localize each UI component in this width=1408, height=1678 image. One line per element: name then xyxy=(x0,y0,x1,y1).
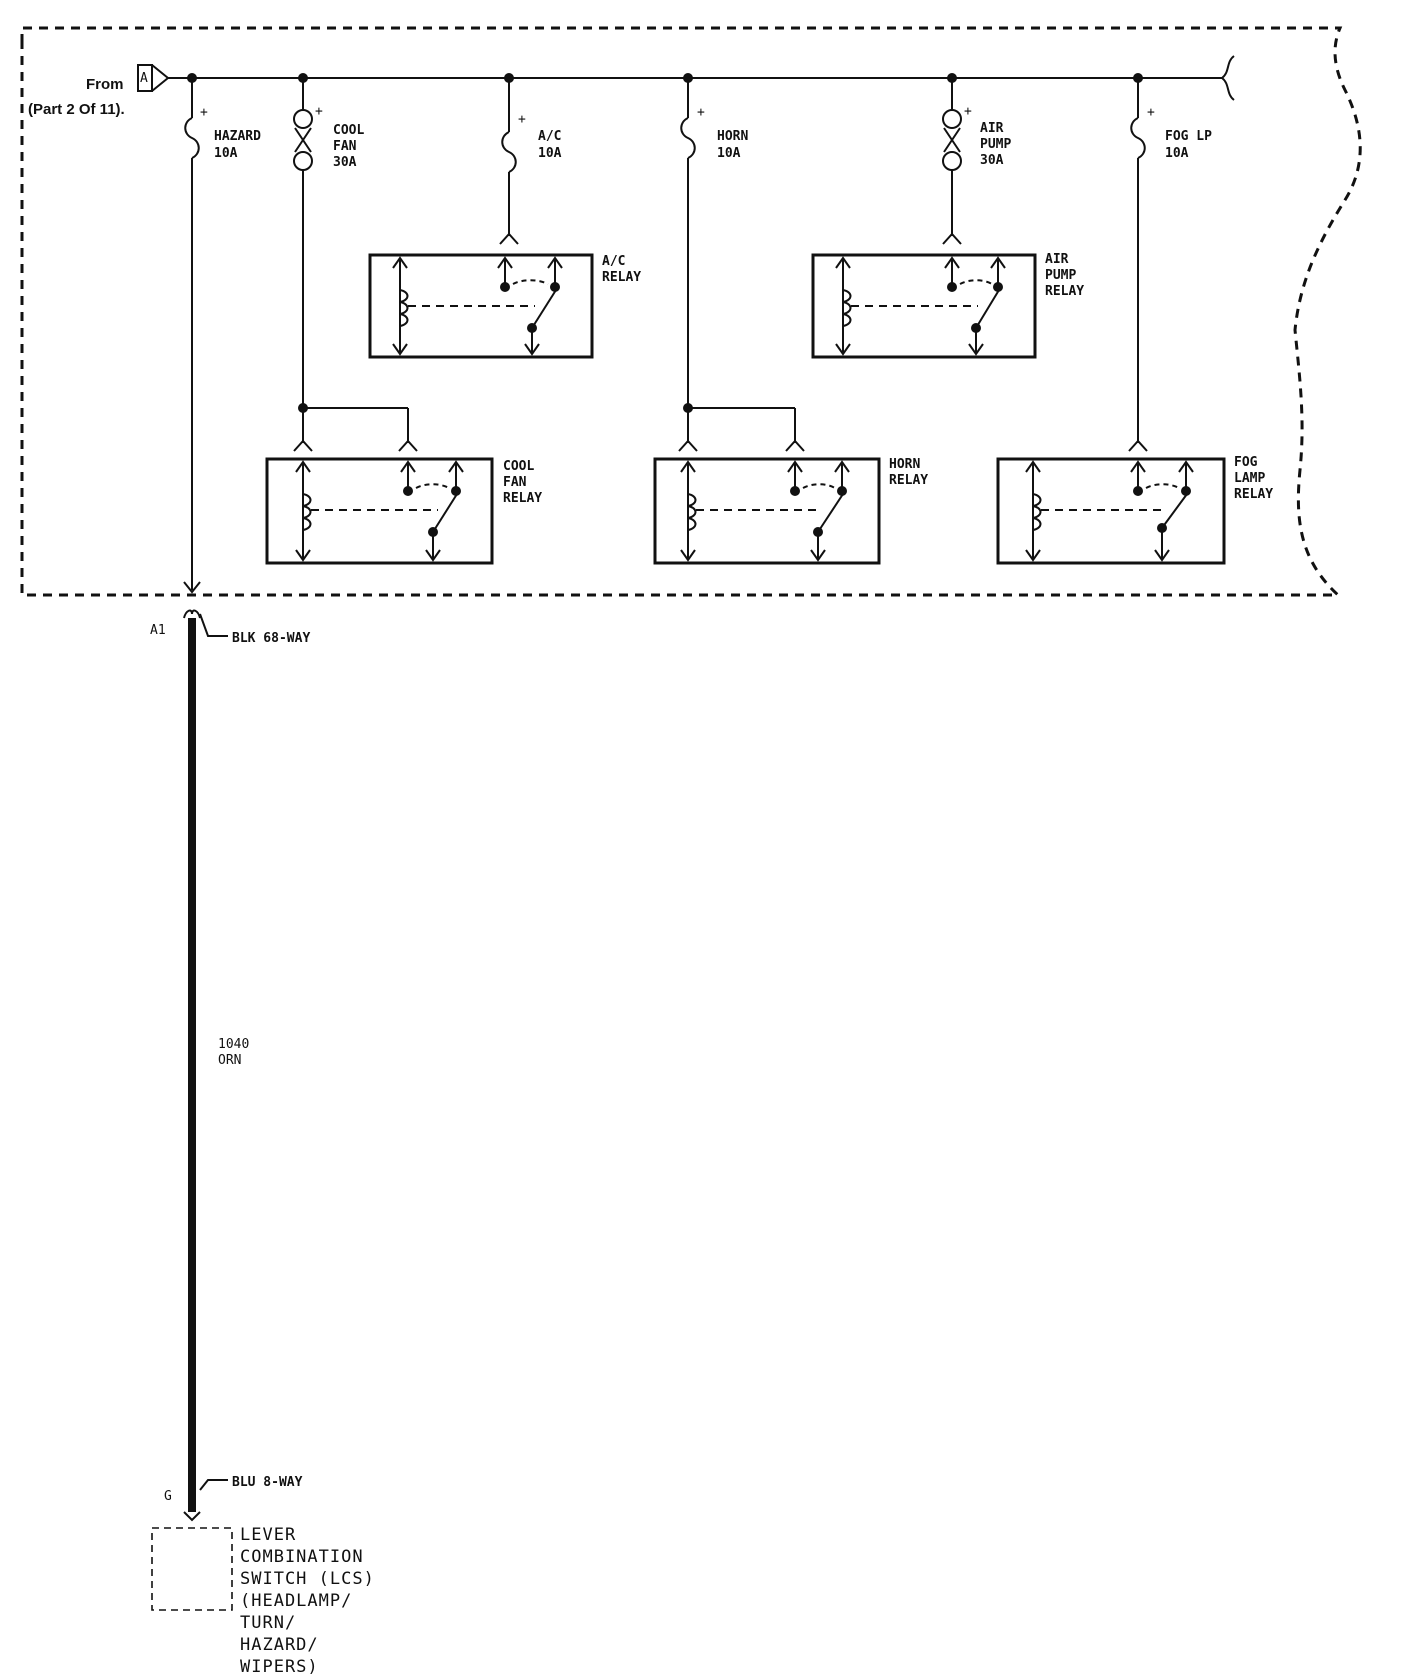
lever-combination-switch: LEVER COMBINATION SWITCH (LCS) (HEADLAMP… xyxy=(151,1525,375,1677)
fuse-horn-rating: 10A xyxy=(717,146,741,161)
horn-relay-label-2: RELAY xyxy=(889,473,928,488)
ac-relay: A/C RELAY xyxy=(368,253,641,359)
fuse-fog-lp: + FOG LP 10A xyxy=(1128,78,1212,452)
from-reference: (Part 2 Of 11). xyxy=(28,101,125,118)
fuse-air-pump: + AIR PUMP 30A xyxy=(942,78,1011,245)
lcs-line-1: LEVER xyxy=(240,1525,296,1545)
source-connector: A From (Part 2 Of 11). xyxy=(28,64,170,118)
fuse-ac-polarity: + xyxy=(518,112,526,127)
wire-circuit-number: 1040 xyxy=(218,1037,249,1052)
connector-a1-desc: BLK 68-WAY xyxy=(232,631,310,646)
fuse-horn: + HORN 10A xyxy=(680,78,748,407)
fuse-cool-fan-polarity: + xyxy=(315,104,323,119)
fuse-horn-polarity: + xyxy=(697,105,705,120)
fuse-ac: + A/C 10A xyxy=(499,78,562,245)
fuse-air-pump-name: AIR xyxy=(980,121,1004,136)
air-pump-relay: AIR PUMP RELAY xyxy=(811,252,1084,359)
fuse-air-pump-rating: 30A xyxy=(980,153,1004,168)
air-pump-relay-label-1: AIR xyxy=(1045,252,1069,267)
fuse-cool-fan-name2: FAN xyxy=(333,139,357,154)
fog-lamp-relay: FOG LAMP RELAY xyxy=(996,455,1273,565)
lcs-line-7: WIPERS) xyxy=(240,1657,319,1677)
connector-a1: A1 BLK 68-WAY xyxy=(150,609,310,646)
ac-relay-label-1: A/C xyxy=(602,254,625,269)
horn-relay: HORN RELAY xyxy=(653,403,928,565)
fuse-fog-lp-name: FOG LP xyxy=(1165,129,1212,144)
cool-fan-relay-label-1: COOL xyxy=(503,459,534,474)
fuse-hazard-polarity: + xyxy=(200,105,208,120)
fuse-hazard: + HAZARD 10A xyxy=(183,78,261,594)
fuse-fog-lp-rating: 10A xyxy=(1165,146,1189,161)
fuse-cool-fan-rating: 30A xyxy=(333,155,357,170)
cool-fan-relay-label-2: FAN xyxy=(503,475,527,490)
connector-g: G BLU 8-WAY xyxy=(164,1475,303,1522)
cool-fan-relay: COOL FAN RELAY xyxy=(265,403,542,565)
fuse-ac-name: A/C xyxy=(538,129,561,144)
connector-a1-pin: A1 xyxy=(150,623,166,638)
horn-relay-label-1: HORN xyxy=(889,457,920,472)
fuse-hazard-rating: 10A xyxy=(214,146,238,161)
fog-lamp-relay-label-2: LAMP xyxy=(1234,471,1265,486)
lcs-line-5: TURN/ xyxy=(240,1613,296,1633)
cool-fan-relay-label-3: RELAY xyxy=(503,491,542,506)
fuse-horn-name: HORN xyxy=(717,129,748,144)
fuse-air-pump-name2: PUMP xyxy=(980,137,1011,152)
fuse-fog-lp-polarity: + xyxy=(1147,105,1155,120)
connector-g-desc: BLU 8-WAY xyxy=(232,1475,303,1490)
lcs-line-2: COMBINATION xyxy=(240,1547,364,1567)
wire-color: ORN xyxy=(218,1053,241,1068)
connector-g-pin: G xyxy=(164,1489,172,1504)
fuse-air-pump-polarity: + xyxy=(964,104,972,119)
power-bus xyxy=(168,55,1235,101)
fog-lamp-relay-label-3: RELAY xyxy=(1234,487,1273,502)
wire-1040: 1040 ORN xyxy=(188,618,249,1512)
air-pump-relay-label-3: RELAY xyxy=(1045,284,1084,299)
from-label: From xyxy=(86,76,124,93)
fuse-ac-rating: 10A xyxy=(538,146,562,161)
fuse-hazard-name: HAZARD xyxy=(214,129,261,144)
fog-lamp-relay-label-1: FOG xyxy=(1234,455,1258,470)
ac-relay-label-2: RELAY xyxy=(602,270,641,285)
fuse-cool-fan: + COOL FAN 30A xyxy=(293,78,364,407)
lcs-line-3: SWITCH (LCS) xyxy=(240,1569,375,1589)
fuse-block-boundary xyxy=(20,26,1362,597)
lcs-line-6: HAZARD/ xyxy=(240,1635,319,1655)
air-pump-relay-label-2: PUMP xyxy=(1045,268,1076,283)
connector-letter: A xyxy=(140,71,148,86)
fuse-cool-fan-name: COOL xyxy=(333,123,364,138)
lcs-line-4: (HEADLAMP/ xyxy=(240,1591,352,1611)
